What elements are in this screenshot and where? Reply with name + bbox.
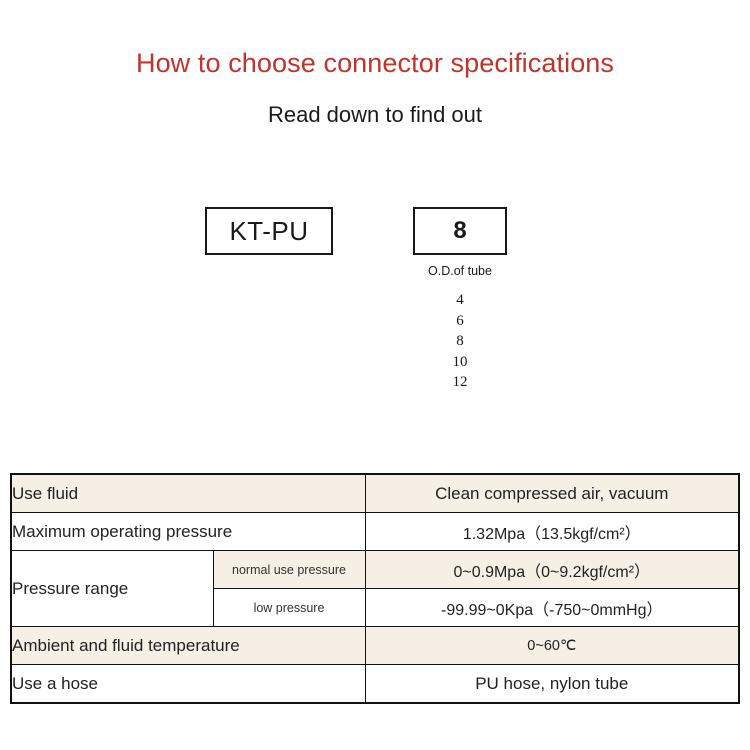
spec-value-low-pressure: -99.99~0Kpa（-750~0mmHg） — [364, 588, 740, 627]
table-row: Maximum operating pressure 1.32Mpa（13.5k… — [10, 512, 740, 551]
series-code-box: KT-PU — [205, 207, 333, 255]
spec-value-max-operating-pressure: 1.32Mpa（13.5kgf/cm²） — [364, 512, 740, 551]
spec-value-ambient-fluid-temperature: 0~60℃ — [364, 626, 740, 665]
tube-size-code-box: 8 — [413, 207, 507, 255]
page-title: How to choose connector specifications — [135, 48, 615, 78]
spec-label-max-operating-pressure: Maximum operating pressure — [10, 512, 366, 551]
tube-size-caption: O.D.of tube — [428, 264, 492, 278]
list-item: 4 — [456, 292, 464, 308]
page-subtitle: Read down to find out — [267, 102, 483, 127]
spec-label-pressure-range: Pressure range — [10, 550, 214, 627]
table-row: low pressure -99.99~0Kpa（-750~0mmHg） — [11, 588, 740, 627]
table-row: Use a hose PU hose, nylon tube — [10, 664, 740, 704]
spec-sublabel-normal-use-pressure: normal use pressure — [212, 550, 366, 589]
table-row: Ambient and fluid temperature 0~60℃ — [10, 626, 740, 665]
spec-label-use-a-hose: Use a hose — [10, 664, 366, 704]
spec-value-use-a-hose: PU hose, nylon tube — [364, 664, 740, 704]
spec-value-use-fluid: Clean compressed air, vacuum — [364, 473, 740, 513]
table-row: Pressure range normal use pressure 0~0.9… — [10, 550, 740, 627]
list-item: 12 — [452, 374, 468, 390]
spec-value-normal-use-pressure: 0~0.9Mpa（0~9.2kgf/cm²） — [364, 550, 740, 589]
list-item: 6 — [456, 312, 464, 329]
tube-size-option-list: 4 6 8 10 12 — [413, 290, 507, 393]
spec-sublabel-low-pressure: low pressure — [212, 588, 366, 627]
spec-label-ambient-fluid-temperature: Ambient and fluid temperature — [10, 626, 366, 665]
list-item: 10 — [452, 353, 468, 370]
part-number-builder: KT-PU 8 O.D.of tube 4 6 8 10 12 — [0, 207, 750, 407]
table-row: Use fluid Clean compressed air, vacuum — [10, 473, 740, 513]
spec-label-use-fluid: Use fluid — [10, 473, 366, 513]
list-item: 8 — [456, 333, 464, 349]
specification-table: Use fluid Clean compressed air, vacuum M… — [10, 473, 741, 704]
